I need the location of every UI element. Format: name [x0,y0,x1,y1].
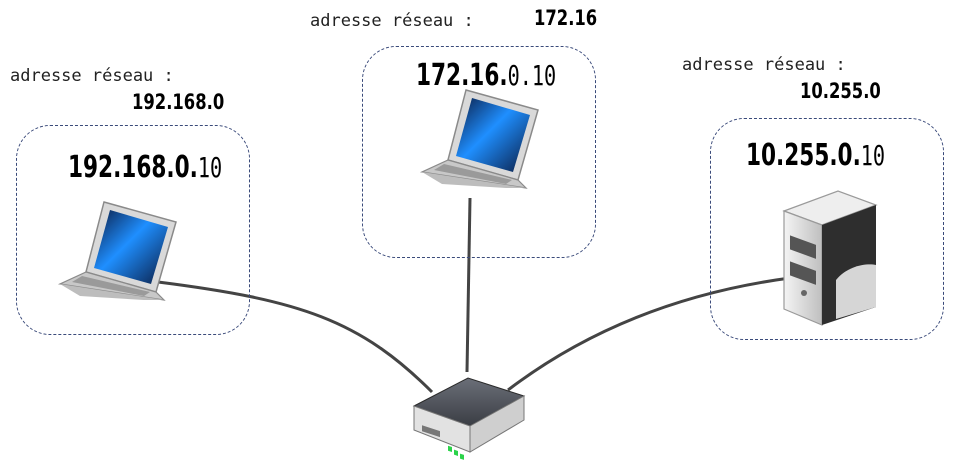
laptop-icon [419,89,539,189]
server-icon [782,190,878,326]
router-icon [412,377,526,460]
cable-center [465,197,472,373]
network-label-2: adresse réseau : [310,11,474,31]
network-zone-2 [362,46,596,258]
cable-right [507,276,791,392]
device-ip-1: 192.168.0.10 [68,150,222,185]
device-ip-2: 172.16.0.10 [416,58,556,93]
network-address-1: 192.168.0 [132,90,225,114]
network-address-3: 10.255.0 [800,79,881,103]
cable-left [157,280,434,394]
ip-host-part: 10 [860,139,886,172]
ip-network-part: 10.255.0. [746,138,861,173]
network-label-3: adresse réseau : [682,55,846,75]
ip-network-part: 172.16. [416,58,508,93]
network-label-1: adresse réseau : [10,66,174,86]
device-ip-3: 10.255.0.10 [746,138,885,173]
network-zone-3 [710,118,944,340]
ip-network-part: 192.168.0. [68,150,198,185]
ip-host-part: 10 [197,151,223,184]
network-address-2: 172.16 [534,6,598,30]
ip-host-part: 0.10 [507,59,557,92]
network-zone-1 [16,125,250,335]
laptop-icon [57,201,177,301]
